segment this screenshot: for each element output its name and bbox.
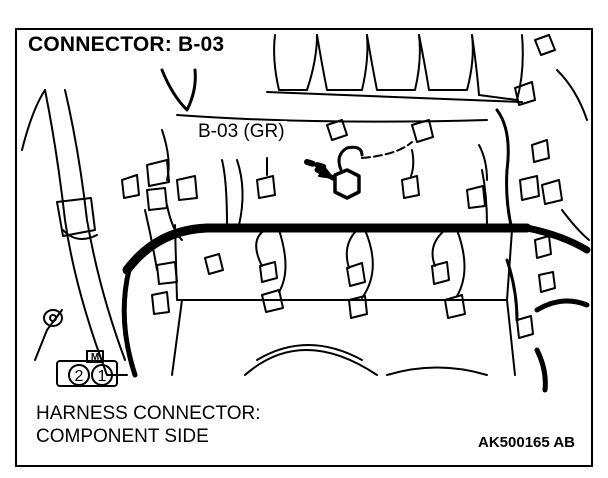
connector-face bbox=[56, 350, 118, 387]
engine-harness-illustration: M 2 1 bbox=[21, 34, 591, 393]
diagram-title: CONNECTOR: B-03 bbox=[25, 33, 228, 57]
ground-terminal bbox=[34, 309, 63, 361]
connector-callout: B-03 (GR) bbox=[196, 121, 287, 143]
pin-1-label: 1 bbox=[98, 368, 107, 385]
left-connectors bbox=[121, 68, 198, 315]
connector-key-label: M bbox=[91, 352, 99, 363]
right-connectors bbox=[495, 34, 590, 393]
diagram-frame: M 2 1 CONNECTOR: B-03 B-03 (GR) HARNESS … bbox=[15, 28, 593, 467]
upper-connectors bbox=[221, 119, 488, 226]
hose-left bbox=[21, 89, 128, 376]
figure-code: AK500165 AB bbox=[476, 434, 577, 451]
caption-line-2: COMPONENT SIDE bbox=[36, 426, 209, 447]
b03-connector bbox=[304, 145, 364, 200]
intake-manifold bbox=[176, 34, 524, 123]
injector-connectors bbox=[204, 229, 466, 319]
main-harness bbox=[121, 223, 591, 378]
caption: HARNESS CONNECTOR: COMPONENT SIDE bbox=[36, 402, 265, 448]
caption-line-1: HARNESS CONNECTOR: bbox=[36, 403, 261, 424]
pin-2-label: 2 bbox=[75, 368, 84, 385]
